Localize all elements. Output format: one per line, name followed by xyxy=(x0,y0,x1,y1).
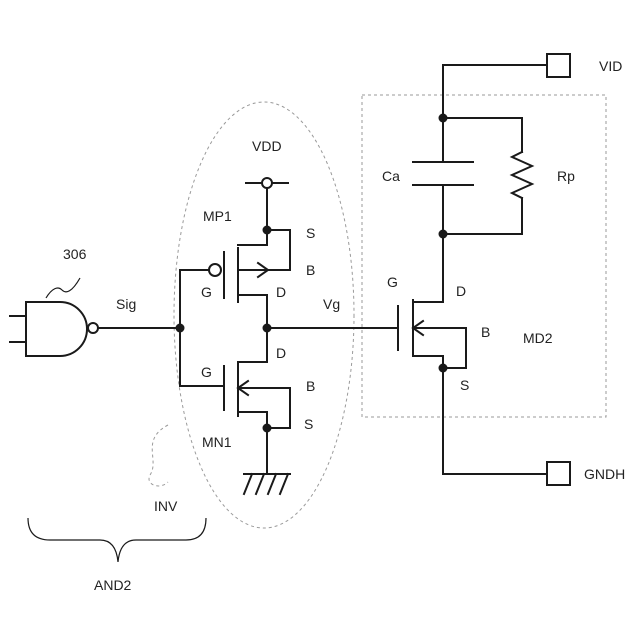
vdd-node xyxy=(263,226,272,235)
mp1-label: MP1 xyxy=(203,208,232,224)
mp1-s-label: S xyxy=(306,225,315,241)
mn1-s-label: S xyxy=(304,416,313,432)
mn1-source-node xyxy=(263,424,272,433)
inverter-outline xyxy=(174,102,354,528)
mn1-nmos xyxy=(224,362,290,474)
md2-s-label: S xyxy=(460,377,469,393)
ca-label: Ca xyxy=(382,168,400,184)
and2-brace xyxy=(28,518,206,562)
md2-g-label: G xyxy=(387,274,398,290)
mn1-d-label: D xyxy=(276,345,286,361)
md2-b-label: B xyxy=(481,324,490,340)
vid-label: VID xyxy=(599,58,622,74)
md2-nmos xyxy=(398,234,466,474)
rp-label: Rp xyxy=(557,168,575,184)
resistor-rp xyxy=(443,118,532,234)
and2-label: AND2 xyxy=(94,577,132,593)
gndh-label: GNDH xyxy=(584,466,625,482)
ref-306-leader xyxy=(46,278,80,298)
inv-callout-line xyxy=(149,425,168,486)
mp1-g-label: G xyxy=(201,284,212,300)
md2-source-node xyxy=(439,364,448,373)
capacitor-ca xyxy=(413,118,473,234)
mn1-g-label: G xyxy=(201,364,212,380)
sig-label: Sig xyxy=(116,296,136,312)
vg-label: Vg xyxy=(323,296,340,312)
ground-symbol xyxy=(244,474,290,494)
ref-306-label: 306 xyxy=(63,246,87,262)
gndh-terminal xyxy=(443,462,570,485)
vid-terminal xyxy=(443,54,570,118)
vdd-label: VDD xyxy=(252,138,282,154)
mp1-d-label: D xyxy=(276,284,286,300)
md2-block-outline xyxy=(362,95,606,417)
mp1-b-label: B xyxy=(306,262,315,278)
inv-label: INV xyxy=(154,498,178,514)
md2-label: MD2 xyxy=(523,330,553,346)
vdd-terminal xyxy=(246,178,288,230)
mn1-label: MN1 xyxy=(202,434,232,450)
mn1-b-label: B xyxy=(306,378,315,394)
md2-d-label: D xyxy=(456,283,466,299)
and2-gate xyxy=(10,302,98,356)
